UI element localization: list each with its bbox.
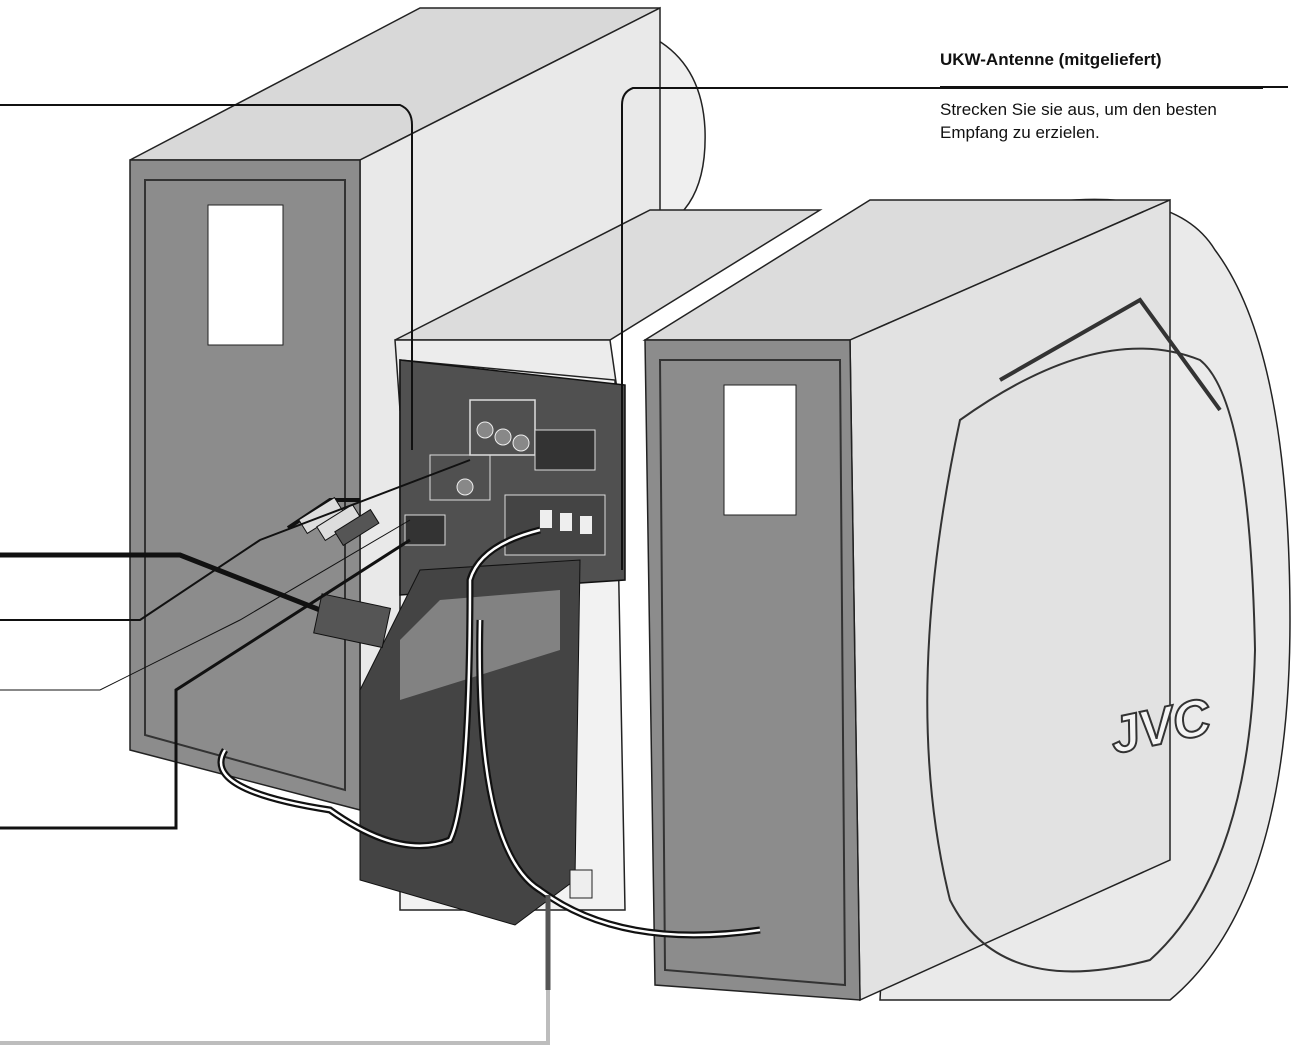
right-speaker: JVC bbox=[642, 198, 1291, 1002]
callout-title: UKW-Antenne (mitgeliefert) bbox=[940, 50, 1288, 88]
main-unit bbox=[359, 209, 823, 926]
cables bbox=[0, 496, 761, 990]
callout-description: Strecken Sie sie aus, um den besten Empf… bbox=[940, 100, 1217, 142]
fm-antenna-callout: UKW-Antenne (mitgeliefert) Strecken Sie … bbox=[940, 50, 1300, 144]
leader-lines bbox=[0, 87, 1263, 1045]
connector-panel bbox=[404, 399, 606, 556]
power-cord-leader bbox=[0, 990, 550, 1045]
fm-antenna-leader bbox=[621, 87, 1263, 570]
